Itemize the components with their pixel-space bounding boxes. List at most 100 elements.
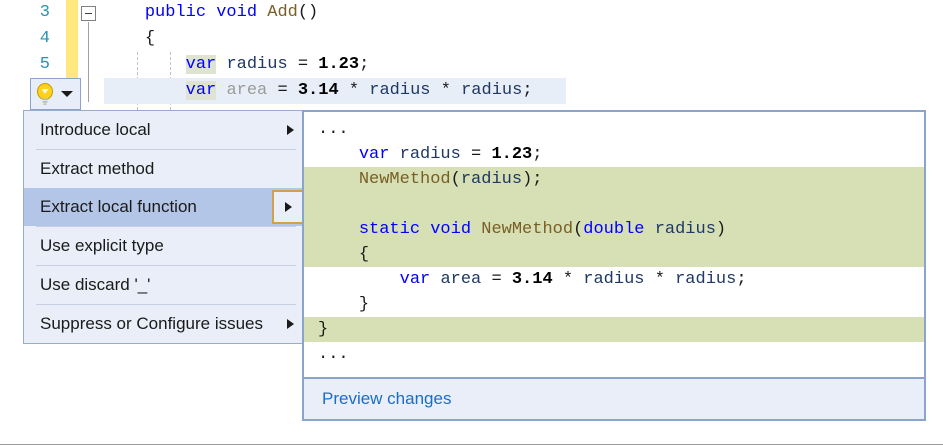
- code-line: var radius = 1.23;: [104, 52, 533, 78]
- code-token: area: [440, 270, 482, 289]
- line-number: 3: [39, 3, 50, 22]
- code-token: *: [430, 81, 462, 100]
- code-token: Add: [267, 3, 298, 22]
- menu-separator: [36, 304, 296, 305]
- code-token: void: [430, 220, 472, 239]
- submenu-expand-button[interactable]: [272, 190, 306, 224]
- chevron-right-icon: [287, 125, 294, 135]
- code-token: radius: [369, 81, 431, 100]
- menu-item-label: Extract method: [40, 159, 155, 178]
- code-token: ...: [318, 345, 349, 364]
- code-token: =: [287, 55, 319, 74]
- code-token: [430, 270, 440, 289]
- quick-actions-lightbulb-button[interactable]: [30, 78, 81, 110]
- menu-separator: [36, 265, 296, 266]
- code-token: [216, 55, 226, 74]
- menu-item-suppress-or-configure-issues[interactable]: Suppress or Configure issues: [24, 305, 308, 343]
- code-line: var area = 3.14 * radius * radius;: [104, 78, 533, 104]
- menu-item-label: Use explicit type: [40, 236, 164, 255]
- line-number: 5: [39, 55, 50, 74]
- preview-changes-link[interactable]: Preview changes: [322, 389, 452, 408]
- code-line: {: [304, 242, 924, 267]
- menu-item-use-discard[interactable]: Use discard '_': [24, 266, 308, 304]
- code-token: [206, 3, 216, 22]
- code-line: ...: [304, 342, 924, 367]
- outlining-vertical-line: [88, 22, 89, 102]
- code-line: }: [304, 317, 924, 342]
- code-token: var: [185, 55, 217, 74]
- code-token: radius: [675, 270, 737, 289]
- menu-item-label: Extract local function: [40, 197, 197, 216]
- menu-item-introduce-local[interactable]: Introduce local: [24, 111, 308, 149]
- code-token: *: [644, 270, 676, 289]
- code-line: static void NewMethod(double radius): [304, 217, 924, 242]
- code-token: 1.23: [491, 145, 533, 164]
- code-token: ...: [318, 120, 349, 139]
- code-line: }: [304, 292, 924, 317]
- code-token: ;: [522, 81, 533, 100]
- code-token: 1.23: [318, 55, 360, 74]
- code-token: {: [358, 245, 370, 264]
- code-token: void: [216, 3, 258, 22]
- code-token: =: [267, 81, 298, 100]
- code-token: [471, 220, 481, 239]
- code-token: radius: [654, 220, 716, 239]
- code-token: static: [358, 220, 421, 239]
- code-token: ;: [532, 145, 543, 164]
- code-line: ...: [304, 117, 924, 142]
- preview-code-diff: ... var radius = 1.23; NewMethod(radius)…: [304, 112, 924, 377]
- code-token: [645, 220, 655, 239]
- menu-item-extract-local-function[interactable]: Extract local function: [24, 188, 308, 226]
- chevron-right-icon: [285, 202, 292, 212]
- code-token: *: [552, 270, 584, 289]
- code-line: {: [104, 26, 533, 52]
- code-line: [304, 192, 924, 217]
- menu-item-use-explicit-type[interactable]: Use explicit type: [24, 227, 308, 265]
- code-token: ): [715, 220, 727, 239]
- selection-highlight-band: [104, 78, 566, 104]
- lightbulb-icon: [34, 82, 56, 106]
- code-token: double: [583, 220, 645, 239]
- chevron-down-icon[interactable]: [61, 91, 73, 97]
- code-token: radius: [461, 81, 523, 100]
- menu-separator: [36, 149, 296, 150]
- code-token: [318, 195, 328, 214]
- code-token: var: [399, 270, 431, 289]
- menu-item-label: Suppress or Configure issues: [40, 314, 264, 333]
- menu-separator: [36, 226, 296, 227]
- code-token: }: [318, 320, 329, 339]
- code-token: {: [144, 29, 156, 48]
- code-token: [420, 220, 430, 239]
- code-token: NewMethod: [358, 170, 451, 189]
- code-token: radius: [226, 55, 288, 74]
- menu-item-label: Introduce local: [40, 120, 151, 139]
- code-line: var area = 3.14 * radius * radius;: [304, 267, 924, 292]
- code-token: [389, 145, 399, 164]
- code-token: 3.14: [511, 270, 553, 289]
- code-token: (: [573, 220, 584, 239]
- code-token: var: [358, 145, 390, 164]
- code-token: (): [297, 3, 319, 22]
- quick-actions-preview-panel: ... var radius = 1.23; NewMethod(radius)…: [302, 110, 926, 421]
- code-token: [216, 81, 226, 100]
- code-line: var radius = 1.23;: [304, 142, 924, 167]
- code-token: =: [481, 270, 512, 289]
- collapse-outline-icon[interactable]: [81, 6, 96, 21]
- line-number: 4: [39, 29, 50, 48]
- menu-item-label: Use discard '_': [40, 275, 151, 294]
- chevron-right-icon: [287, 319, 294, 329]
- menu-item-extract-method[interactable]: Extract method: [24, 150, 308, 188]
- code-token: *: [338, 81, 370, 100]
- code-token: ;: [359, 55, 370, 74]
- code-line: NewMethod(radius);: [304, 167, 924, 192]
- code-token: );: [522, 170, 543, 189]
- code-token: (: [450, 170, 461, 189]
- editor-code-text[interactable]: public void Add() { var radius = 1.23; v…: [104, 0, 533, 104]
- code-token: [257, 3, 267, 22]
- code-token: radius: [583, 270, 645, 289]
- preview-footer: Preview changes: [304, 377, 924, 419]
- code-token: area: [226, 81, 268, 100]
- code-token: 3.14: [297, 81, 339, 100]
